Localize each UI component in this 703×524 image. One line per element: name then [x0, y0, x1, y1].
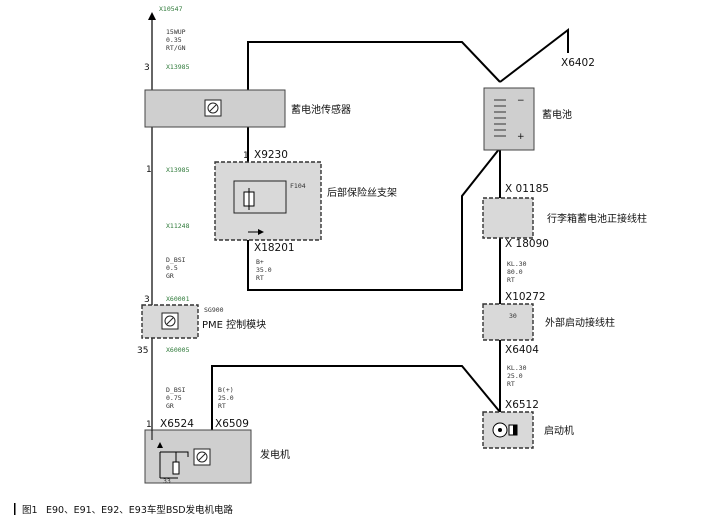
pin-pme-bot: 35	[137, 346, 148, 356]
svg-text:B+: B+	[256, 258, 264, 266]
arrow-right-icon	[258, 229, 264, 235]
connector-x6509: X6509	[215, 418, 249, 430]
wire-spec-top: 15WUP 0.35 RT/GN	[166, 28, 186, 52]
battery-plus: +	[517, 132, 525, 142]
wire-spec-fuse-out: B+ 35.0 RT	[256, 258, 272, 282]
starter-motor-icon	[492, 422, 518, 438]
wire-sensor-to-battery	[247, 41, 501, 90]
wire-spec-bsd1: D_BSI 0.5 GR	[166, 256, 186, 280]
generator-icon	[193, 448, 211, 466]
pme-tag: SG900	[204, 306, 224, 314]
connector-x6512: X6512	[505, 399, 539, 411]
wire-starter-to-generator	[211, 365, 501, 430]
pin-pme-top: 3	[144, 295, 150, 305]
svg-text:GR: GR	[166, 272, 174, 280]
svg-text:0.75: 0.75	[166, 394, 182, 402]
splice-x60005: X60005	[166, 346, 190, 354]
wire-battery-to-x6402	[499, 27, 569, 83]
pin-sensor-bot: 1	[146, 165, 152, 175]
pme-module-icon	[161, 312, 179, 330]
svg-text:80.0: 80.0	[507, 268, 523, 276]
svg-text:D_BSI: D_BSI	[166, 256, 186, 264]
connector-x6404: X6404	[505, 344, 539, 356]
pin-sensor-top: 3	[144, 63, 150, 73]
top-arrow-icon	[148, 12, 156, 20]
svg-text:GR: GR	[166, 402, 174, 410]
arrow-up-icon	[157, 442, 163, 448]
svg-text:KL.30: KL.30	[507, 364, 527, 372]
battery-sensor-label: 蓄电池传感器	[291, 103, 351, 116]
svg-text:25.0: 25.0	[507, 372, 523, 380]
battery-cells-icon	[494, 99, 506, 137]
battery-minus: −	[517, 96, 525, 106]
pme-label: PME 控制模块	[202, 318, 266, 331]
svg-text:25.0: 25.0	[218, 394, 234, 402]
connector-x10547: X10547	[159, 5, 183, 13]
svg-text:KL.30: KL.30	[507, 260, 527, 268]
splice-x60001: X60001	[166, 295, 190, 303]
svg-text:RT: RT	[218, 402, 226, 410]
fuse-number: F104	[290, 182, 306, 190]
ext-start-terminal-label: 外部启动接线柱	[545, 316, 615, 329]
connector-x10272: X10272	[505, 291, 546, 303]
connector-x9230: X9230	[254, 149, 288, 161]
wire-spec-bsd2: D_BSI 0.75 GR	[166, 386, 186, 410]
ext-start-terminal-box	[482, 303, 534, 341]
connector-x18201: X18201	[254, 242, 295, 254]
starter-label: 启动机	[544, 424, 574, 437]
connector-x6524: X6524	[160, 418, 194, 430]
pin-x9230: 1	[243, 151, 249, 161]
svg-text:RT: RT	[507, 380, 515, 388]
svg-text:D_BSI: D_BSI	[166, 386, 186, 394]
wire-spec-kl30b: KL.30 25.0 RT	[507, 364, 527, 388]
fuse-icon	[243, 188, 255, 210]
connector-x6402: X6402	[561, 57, 595, 69]
fuse-carrier-label: 后部保险丝支架	[327, 186, 397, 199]
svg-text:0.35: 0.35	[166, 36, 182, 44]
trunk-terminal-label: 行李箱蓄电池正接线柱	[547, 212, 647, 225]
splice-x11248: X11248	[166, 222, 190, 230]
pin-gen-1: 1	[146, 420, 152, 430]
splice-x13985-top: X13985	[166, 63, 190, 71]
battery-sensor-icon	[204, 99, 222, 117]
svg-text:0.5: 0.5	[166, 264, 178, 272]
svg-text:B(+): B(+)	[218, 386, 234, 394]
battery-box	[483, 87, 535, 151]
fuse-inner-box	[233, 180, 287, 214]
wire-spec-kl30a: KL.30 80.0 RT	[507, 260, 527, 284]
caption-figure: 图1	[22, 505, 38, 516]
splice-x13985-bot: X13985	[166, 166, 190, 174]
trunk-terminal-box	[482, 197, 534, 239]
battery-label: 蓄电池	[542, 108, 572, 121]
caption-marker	[14, 503, 16, 515]
wire-spec-gen-b: B(+) 25.0 RT	[218, 386, 234, 410]
generator-label: 发电机	[260, 448, 290, 461]
connector-x01185: X 01185	[505, 183, 549, 195]
svg-text:RT: RT	[256, 274, 264, 282]
wire-fuse-to-battery	[247, 147, 501, 291]
generator-internal-circuit	[151, 430, 189, 479]
pin-gen-33: 33	[163, 477, 171, 485]
starter-box	[482, 411, 534, 449]
caption-text: E90、E91、E92、E93车型BSD发电机电路	[46, 504, 234, 516]
svg-text:35.0: 35.0	[256, 266, 272, 274]
svg-text:RT: RT	[507, 276, 515, 284]
connector-x18090: X 18090	[505, 238, 549, 250]
svg-text:15WUP: 15WUP	[166, 28, 186, 36]
ext-start-inner: 30	[509, 312, 517, 320]
svg-text:RT/GN: RT/GN	[166, 44, 186, 52]
